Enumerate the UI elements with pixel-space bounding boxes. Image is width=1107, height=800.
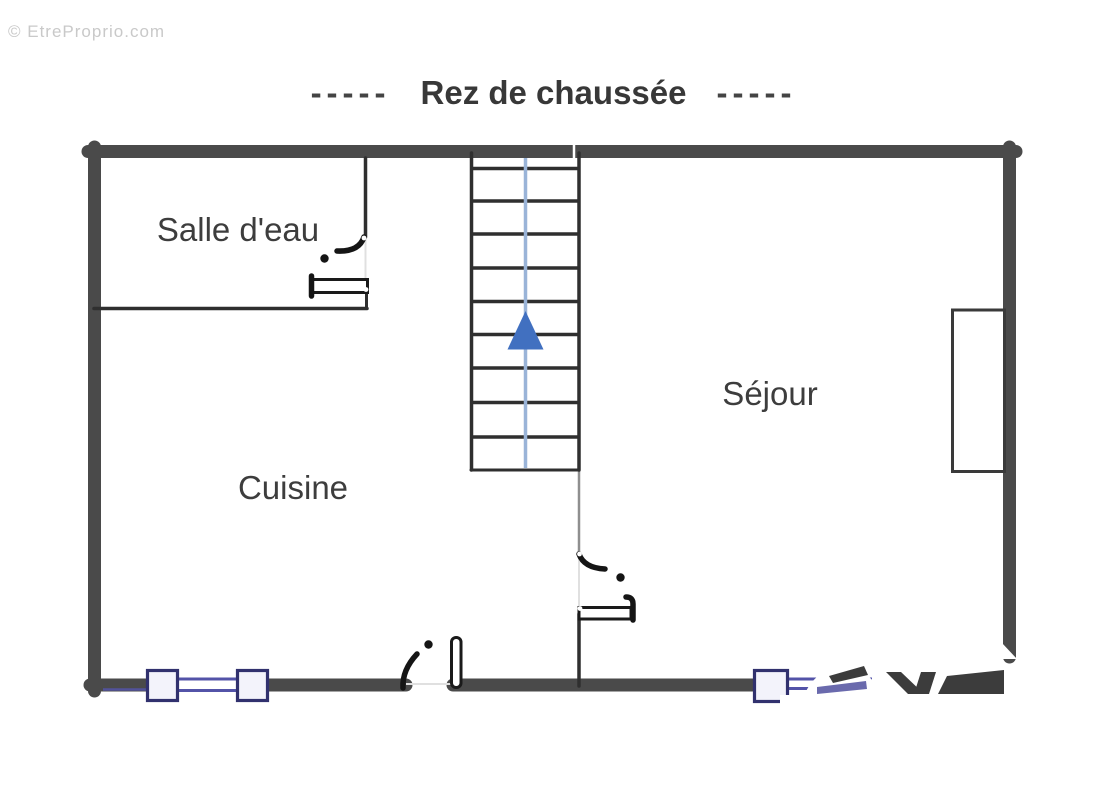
window-1 <box>103 668 270 703</box>
window-1-post-left <box>145 668 180 703</box>
page-title: ----- Rez de chaussée ----- <box>311 74 797 112</box>
door-entry-leaf <box>450 636 463 689</box>
door-entry-dot <box>424 640 433 649</box>
door-salle-deau-dot <box>320 254 329 263</box>
title-dashes-right: ----- <box>716 74 797 111</box>
room-label-cuisine: Cuisine <box>237 469 349 506</box>
watermark-blob <box>1016 580 1107 800</box>
logo-fragment-blue <box>817 681 867 694</box>
title-dashes-left: ----- <box>310 74 391 111</box>
hinge-dot <box>363 287 369 292</box>
interior-walls <box>92 156 581 688</box>
logo-fragment <box>914 672 936 694</box>
watermark-notch <box>1002 643 1017 659</box>
logo-fragment <box>829 666 868 683</box>
door-sejour-dot <box>616 573 625 582</box>
room-label-salle-deau: Salle d'eau <box>156 211 320 248</box>
hinge-dot <box>361 235 367 241</box>
sejour-alcove <box>951 308 1006 473</box>
hinge-dot <box>577 606 583 611</box>
watermark-copyright: © EtreProprio.com <box>8 22 166 41</box>
door-sejour-arc <box>576 551 608 572</box>
watermark-logo-fragments <box>780 580 1107 800</box>
door-entry <box>400 636 463 691</box>
stair-up-arrow <box>507 311 544 350</box>
door-salle-deau-arc <box>334 234 367 254</box>
logo-fragment <box>886 672 924 694</box>
door-salle-deau-leaf <box>310 278 369 294</box>
window-1-post-right <box>235 668 270 703</box>
outer-walls <box>81 140 1023 698</box>
title-text: Rez de chaussée <box>420 74 687 111</box>
staircase <box>469 151 581 472</box>
logo-fragment <box>938 670 1004 694</box>
room-label-sejour: Séjour <box>722 375 818 412</box>
door-sejour-leaf <box>577 606 633 621</box>
door-entry-arc <box>400 651 420 691</box>
door-salle-deau <box>308 234 369 299</box>
door-sejour <box>576 551 636 623</box>
hinge-dot <box>577 551 582 557</box>
